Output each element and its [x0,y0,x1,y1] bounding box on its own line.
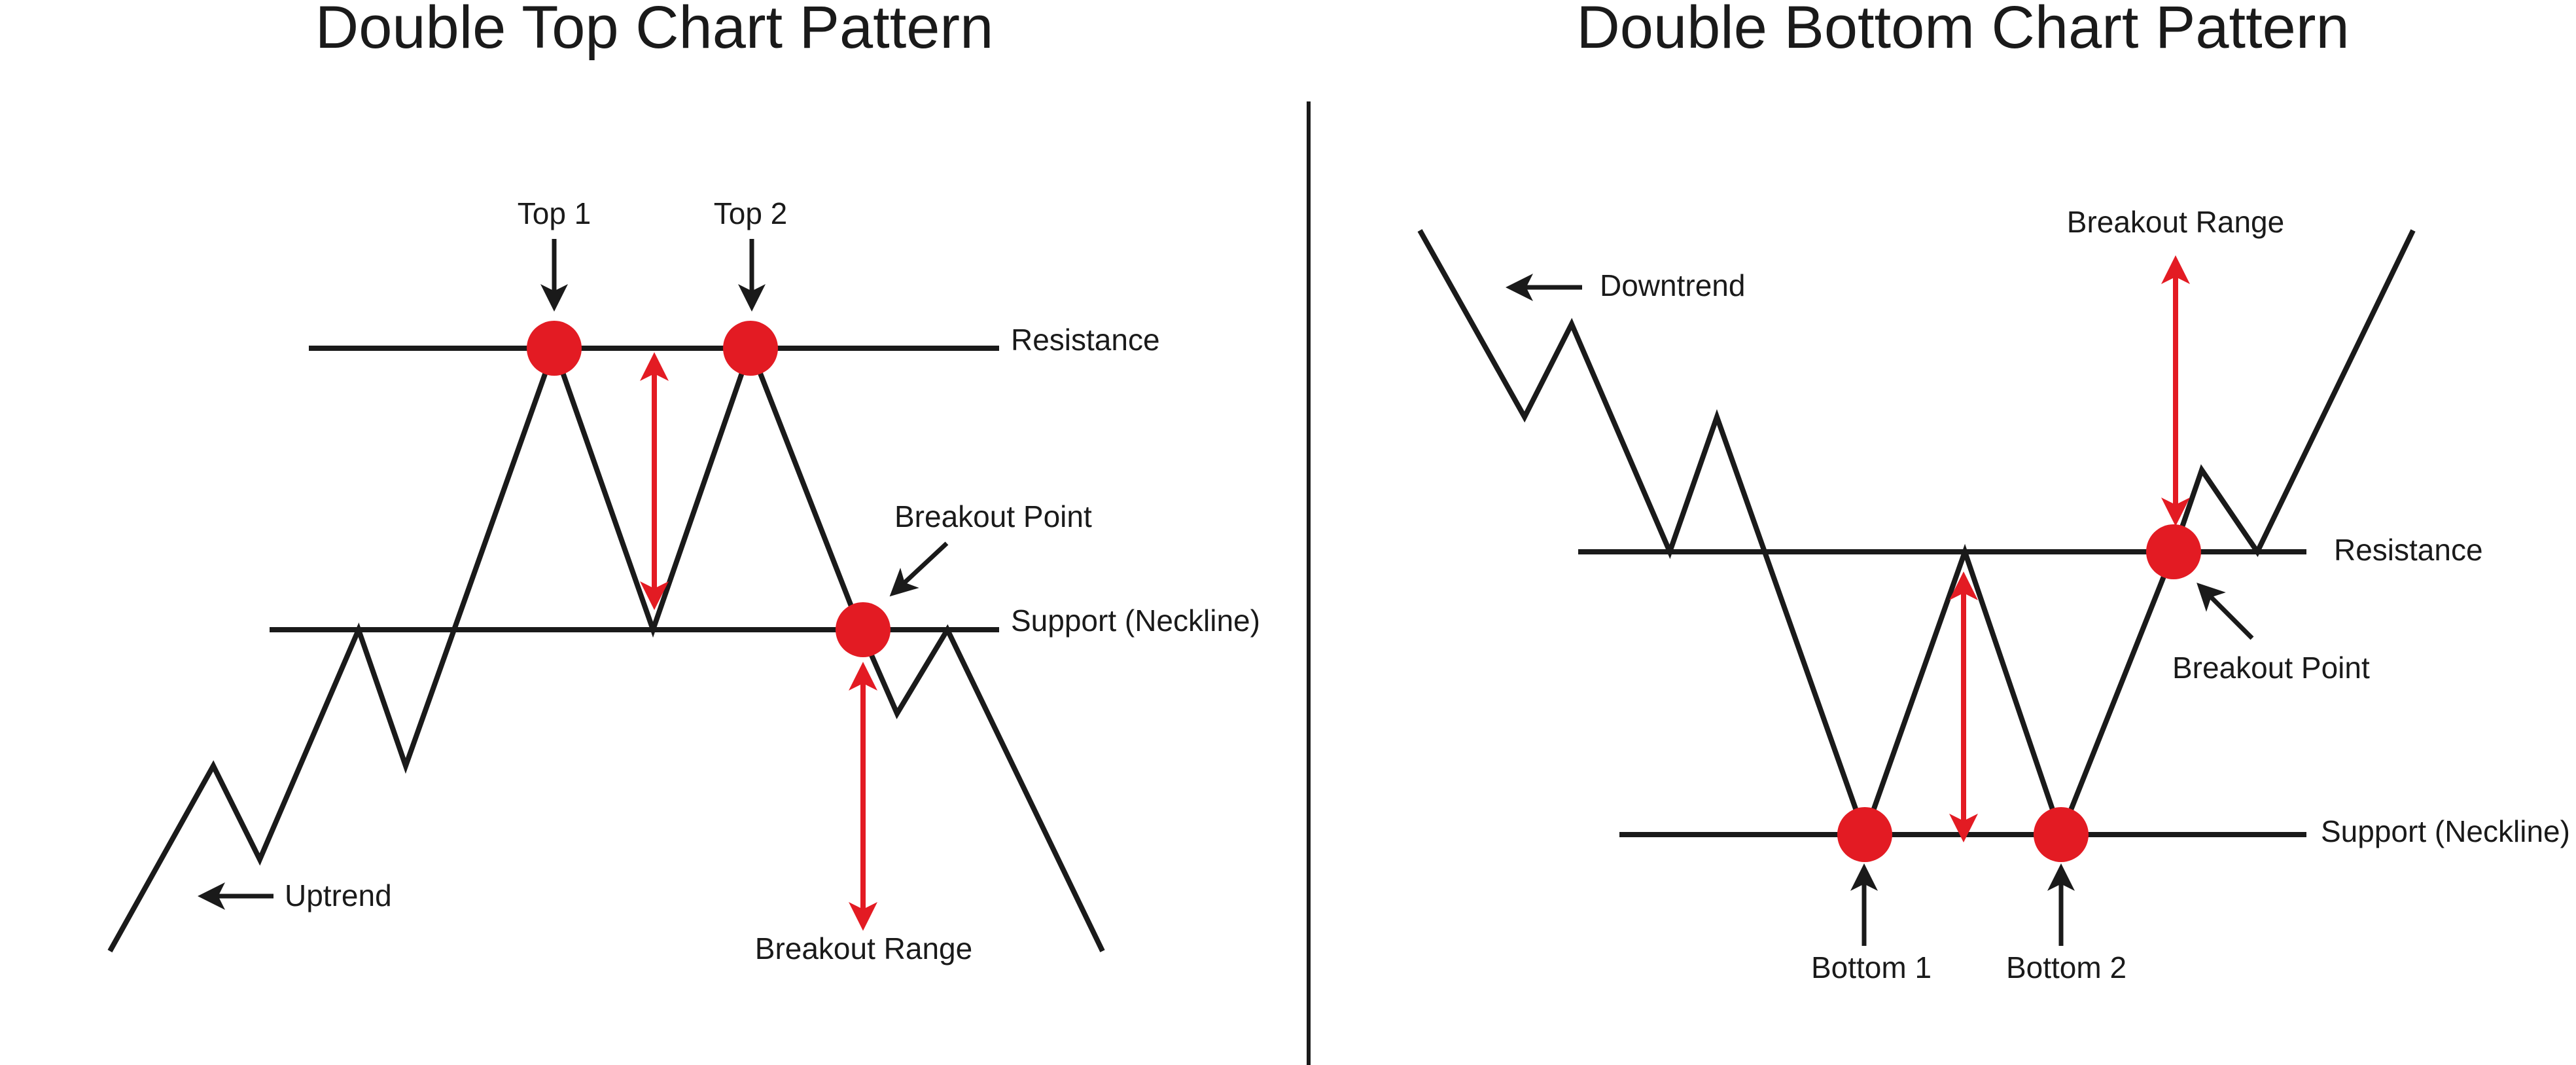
double-top-breakout-point-label: Breakout Point [894,499,1092,533]
double-bottom-downtrend-label: Downtrend [1600,268,1745,302]
double-top-resistance-label: Resistance [1011,323,1160,357]
double-bottom-resistance-label: Resistance [2334,533,2483,567]
double-top-breakout-dot [836,602,891,657]
double-bottom-breakout-dot [2146,524,2201,579]
double-bottom-breakout-range-label: Breakout Range [2067,205,2284,239]
double-top-top1-dot [527,321,582,376]
double-bottom-breakout-point-arrow [2197,583,2254,640]
double-bottom-bottom1-label: Bottom 1 [1811,950,1932,984]
double-top-breakout-range-label: Breakout Range [755,931,972,966]
double-bottom-price-path [1417,229,2416,842]
double-bottom-bottom1-dot [1837,807,1892,862]
double-top-title: Double Top Chart Pattern [315,0,993,61]
double-top-top2-label: Top 2 [714,196,788,230]
double-bottom-breakout-point-label: Breakout Point [2172,651,2370,685]
double-top-uptrend-label: Uptrend [285,878,392,912]
double-top-breakout-point-arrow [889,541,949,597]
double-top-top2-dot [723,321,778,376]
double-top-top1-label: Top 1 [518,196,591,230]
double-bottom-panel: Double Bottom Chart Pattern Bottom 1 Bot… [1417,0,2570,984]
double-bottom-bottom2-dot [2034,807,2089,862]
double-top-panel: Double Top Chart Pattern Top 1 Top 2 Res… [107,0,1260,966]
double-bottom-bottom2-label: Bottom 2 [2006,950,2126,984]
double-top-support-label: Support (Neckline) [1011,604,1260,638]
double-bottom-support-label: Support (Neckline) [2321,814,2570,848]
double-bottom-title: Double Bottom Chart Pattern [1576,0,2349,61]
double-top-price-path [107,340,1105,952]
